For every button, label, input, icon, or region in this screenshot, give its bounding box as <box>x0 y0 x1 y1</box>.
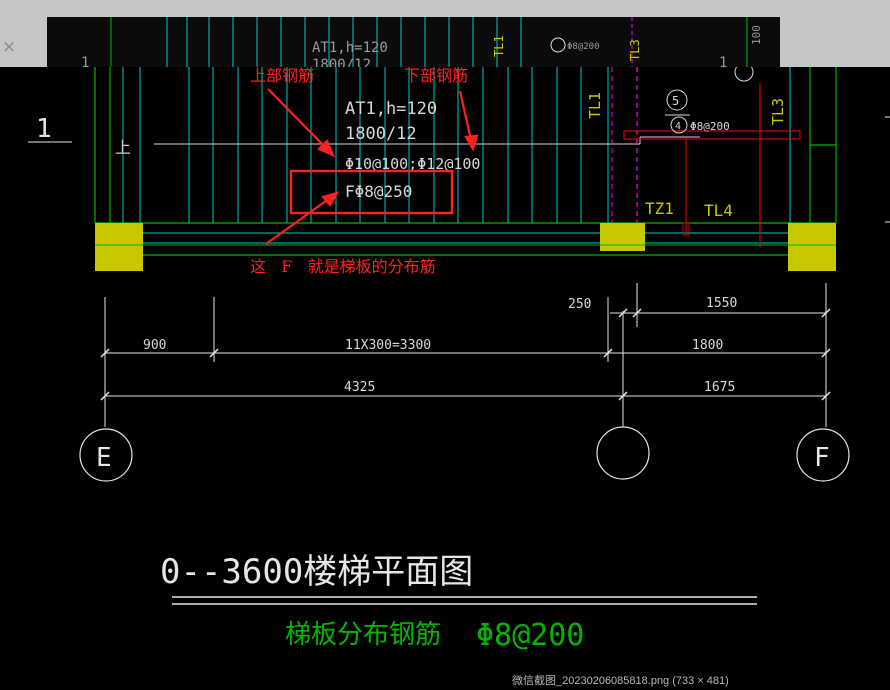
dim-1800: 1800 <box>692 338 723 353</box>
up-mark: 上 <box>115 138 131 157</box>
detail-marker-4 <box>670 116 688 134</box>
annotation-explain: 这 F 就是梯板的分布筋 <box>250 257 436 276</box>
markup-arrows <box>265 88 479 245</box>
annotation-bottom-rebar: 下部钢筋 <box>404 67 468 85</box>
columns <box>95 223 836 271</box>
axis-bubble-f <box>796 428 850 482</box>
stair-outline <box>94 67 837 256</box>
note-label: 梯板分布钢筋 <box>285 620 441 650</box>
slab-size: 1800/12 <box>345 124 417 144</box>
stair-treads <box>110 67 836 244</box>
beam-tl3: TL3 <box>769 98 787 125</box>
image-caption: 微信截图_20230206085818.png (733 × 481) <box>512 675 729 687</box>
axis-bubble-e <box>79 428 133 482</box>
preview-slab-label: AT1,h=120 <box>312 40 388 56</box>
dim-1675: 1675 <box>704 380 735 395</box>
preview-tl3: TL3 <box>628 39 642 61</box>
preview-slab-sub: 1800/12 <box>312 57 371 67</box>
main-rebar: Φ10@100;Φ12@100 <box>345 155 480 173</box>
beam-tl1: TL1 <box>586 92 604 119</box>
detail-num-5: 5 <box>672 94 679 108</box>
dim-250: 250 <box>568 297 591 312</box>
detail-num-4: 4 <box>675 121 681 132</box>
preview-rebar: Φ8@200 <box>567 42 600 52</box>
dim-4325: 4325 <box>344 380 375 395</box>
annotation-top-rebar: 上部钢筋 <box>250 67 314 85</box>
beam-tl4: TL4 <box>704 201 733 220</box>
side-rebar: Φ8@200 <box>690 120 730 133</box>
axis-label-f: F <box>814 443 830 473</box>
axis-label-e: E <box>96 443 112 473</box>
dimension-ticks <box>100 308 831 401</box>
axis-bubble-blank <box>596 426 650 480</box>
highlight-box <box>289 169 454 215</box>
close-icon[interactable]: × <box>1 37 17 57</box>
preview-graphic: AT1,h=120 1800/12 1 1 TL1 TL3 Φ8@200 100 <box>81 17 763 67</box>
plan-title: 0--3600楼梯平面图 <box>160 552 473 592</box>
detail-marker-5 <box>666 89 688 111</box>
preview-dim-100: 100 <box>750 25 763 45</box>
slab-label: AT1,h=120 <box>345 99 437 119</box>
cad-drawing: 1 上 AT1,h=120 1800/12 Φ10@100;Φ12@100 FΦ… <box>28 67 890 653</box>
preview-axis-num-right: 1 <box>719 55 727 67</box>
preview-tl1: TL1 <box>492 35 506 57</box>
dim-1550: 1550 <box>706 296 737 311</box>
drawing-preview-thumbnail: AT1,h=120 1800/12 1 1 TL1 TL3 Φ8@200 100 <box>47 17 780 67</box>
dim-900: 900 <box>143 338 166 353</box>
beam-tz1: TZ1 <box>645 199 674 218</box>
note-value: Φ8@200 <box>476 618 584 653</box>
axis-number-1: 1 <box>36 114 52 144</box>
dist-rebar: FΦ8@250 <box>345 182 412 201</box>
beam-rebar-red <box>623 130 801 140</box>
preview-axis-num-left: 1 <box>81 55 89 67</box>
dim-3300: 11X300=3300 <box>345 338 431 353</box>
dimension-lines <box>104 283 827 427</box>
